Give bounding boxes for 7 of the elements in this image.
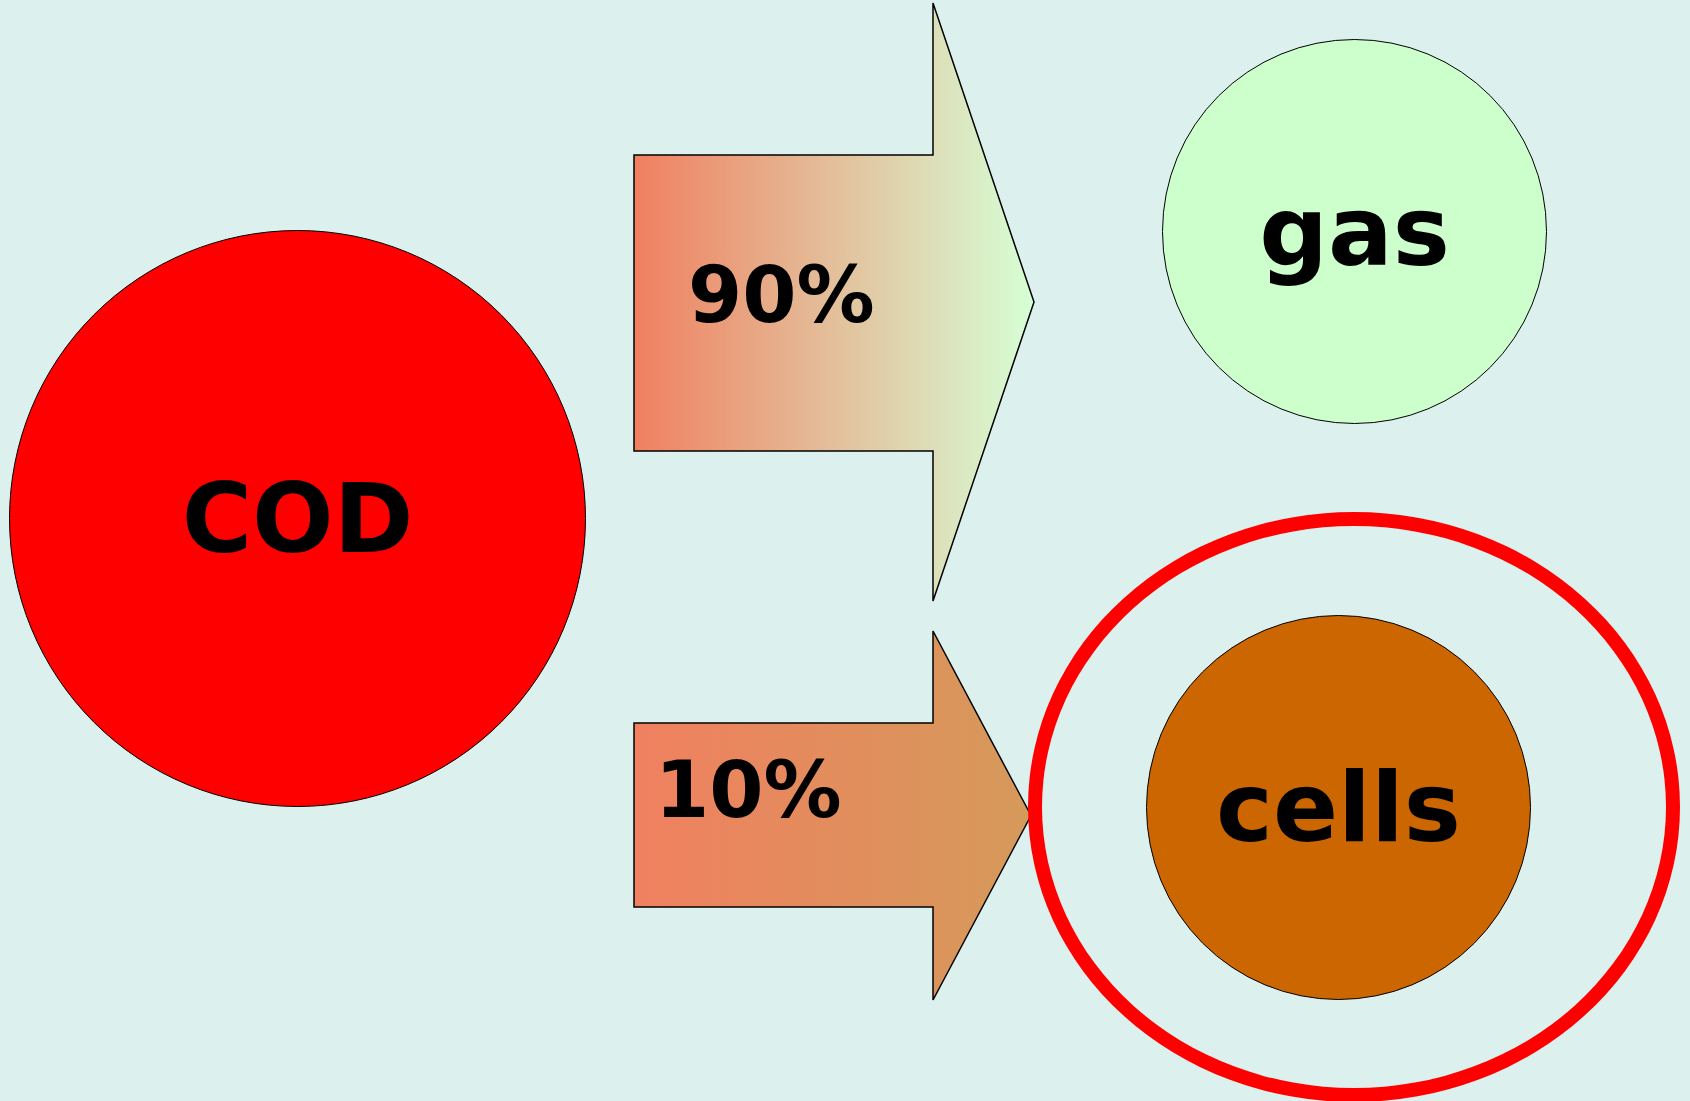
edge-label: 90% [688, 250, 875, 340]
node-label: COD [181, 462, 414, 575]
edge-label: 10% [655, 745, 842, 835]
node-label: gas [1259, 175, 1450, 288]
block-arrow [633, 2, 1035, 602]
outer-ellipse [1028, 512, 1680, 1101]
node-label: cells [1216, 751, 1461, 864]
